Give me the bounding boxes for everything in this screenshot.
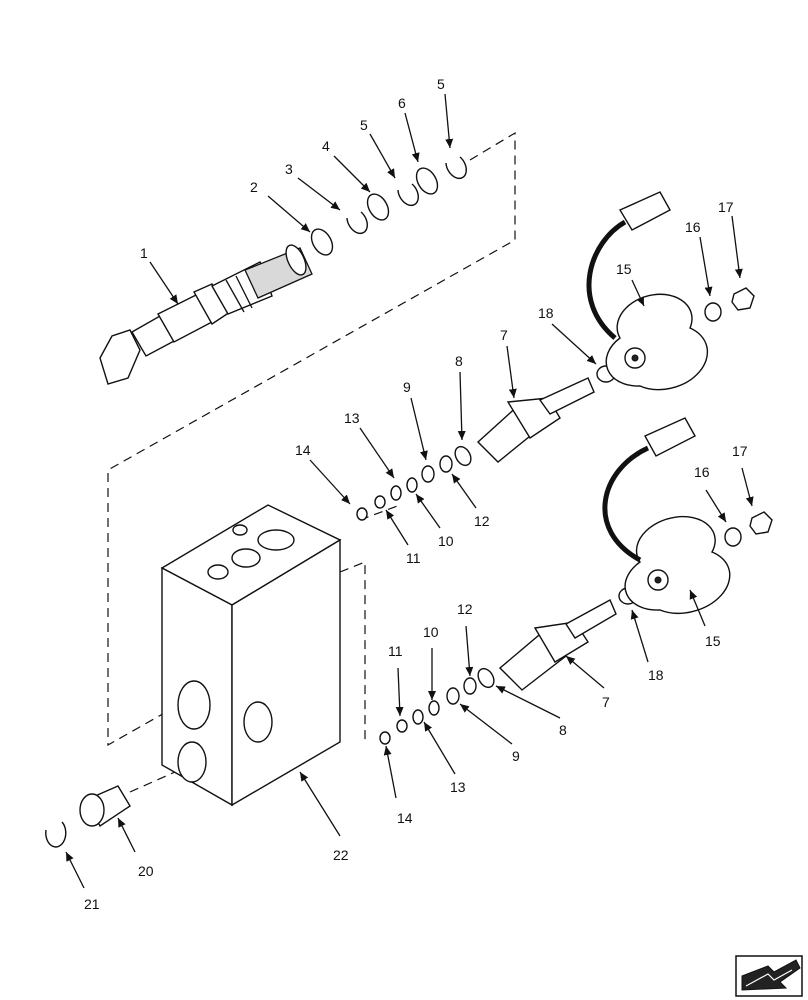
callout-13-upper: 13 bbox=[344, 410, 360, 426]
callout-6: 6 bbox=[398, 95, 406, 111]
leader-lines bbox=[65, 93, 754, 889]
callout-10-upper: 10 bbox=[438, 533, 454, 549]
callout-22: 22 bbox=[333, 847, 349, 863]
callout-18-upper: 18 bbox=[538, 305, 554, 321]
upper-solenoid-group bbox=[476, 191, 755, 463]
callout-20: 20 bbox=[138, 863, 154, 879]
callout-5: 5 bbox=[360, 117, 368, 133]
callout-7-lower: 7 bbox=[602, 694, 610, 710]
callout-12-upper: 12 bbox=[474, 513, 490, 529]
callout-3: 3 bbox=[285, 161, 293, 177]
lower-small-seals bbox=[379, 667, 495, 745]
callout-16-upper: 16 bbox=[685, 219, 701, 235]
seal-rings bbox=[310, 156, 467, 256]
callout-11-upper: 11 bbox=[406, 550, 421, 566]
callout-8-lower: 8 bbox=[559, 722, 567, 738]
plug-and-retaining-ring bbox=[45, 785, 131, 848]
upper-small-seals bbox=[356, 445, 472, 521]
arrow-corner-icon[interactable] bbox=[735, 955, 803, 997]
callout-9-upper: 9 bbox=[403, 379, 411, 395]
valve-cartridge-part bbox=[99, 244, 313, 385]
callout-10-lower: 10 bbox=[423, 624, 439, 640]
callout-7-upper: 7 bbox=[500, 327, 508, 343]
callout-17-upper: 17 bbox=[718, 199, 734, 215]
callout-8-upper: 8 bbox=[455, 353, 463, 369]
callout-13-lower: 13 bbox=[450, 779, 466, 795]
callout-17-lower: 17 bbox=[732, 443, 748, 459]
callout-16-lower: 16 bbox=[694, 464, 710, 480]
callout-14-upper: 14 bbox=[295, 442, 311, 458]
manifold-block bbox=[160, 504, 342, 807]
callout-1: 1 bbox=[140, 245, 148, 261]
callout-18-lower: 18 bbox=[648, 667, 664, 683]
callout-9-lower: 9 bbox=[512, 748, 520, 764]
callout-2: 2 bbox=[250, 179, 258, 195]
callout-15-lower: 15 bbox=[705, 633, 721, 649]
callout-5-top: 5 bbox=[437, 76, 445, 92]
callout-14-lower: 14 bbox=[397, 810, 413, 826]
callout-11-lower: 11 bbox=[388, 643, 403, 659]
callout-12-lower: 12 bbox=[457, 601, 473, 617]
callout-21: 21 bbox=[84, 896, 100, 912]
callout-4: 4 bbox=[322, 138, 330, 154]
callout-15-upper: 15 bbox=[616, 261, 632, 277]
callout-labels: 1 2 3 4 5 6 5 7 18 15 16 17 8 9 13 14 11… bbox=[84, 76, 748, 912]
lower-solenoid-group bbox=[498, 417, 773, 691]
